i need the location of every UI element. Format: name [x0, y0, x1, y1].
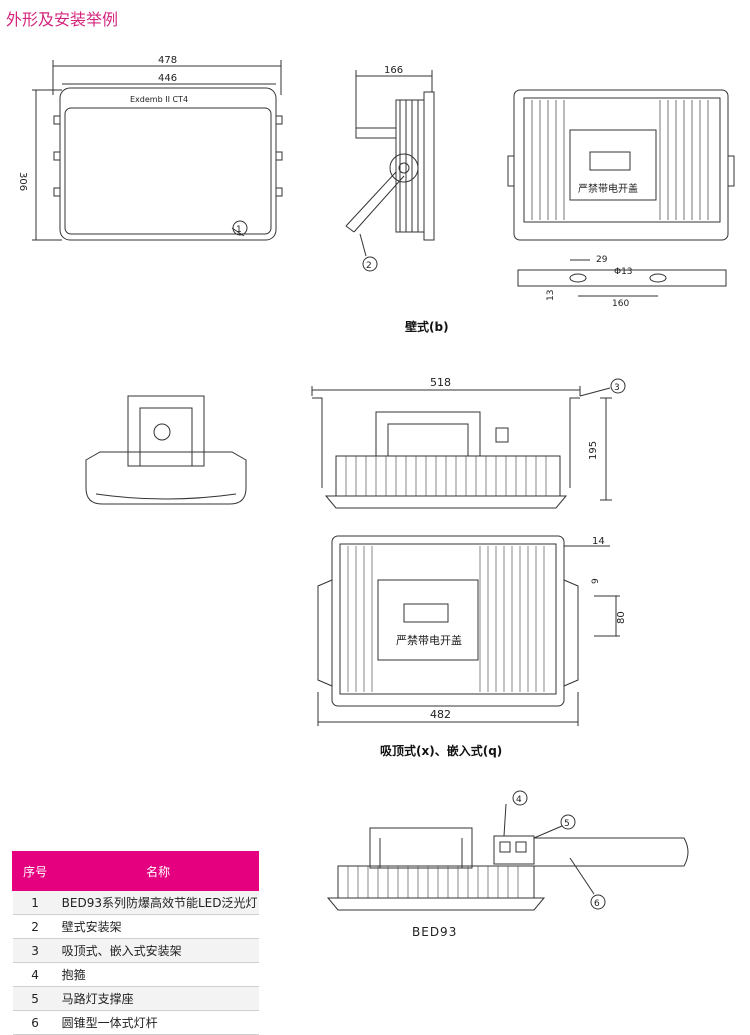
callout-2: 2: [366, 261, 372, 271]
ceiling-back-view: 严禁带电开盖 14 9 80 482: [317, 535, 627, 726]
row-no: 3: [12, 938, 58, 963]
row-no: 1: [12, 890, 58, 915]
dim-518: 518: [430, 376, 451, 389]
dim-14: 14: [592, 536, 605, 547]
dim-9: 9: [591, 578, 601, 584]
callout-1: 1: [236, 225, 242, 235]
header-name: 名称: [57, 851, 259, 891]
callout-3: 3: [614, 383, 620, 393]
dim-160: 160: [612, 299, 629, 309]
table-row: 2 壁式安装架: [12, 914, 259, 939]
caption-ceiling: 吸顶式(x)、嵌入式(q): [380, 744, 503, 758]
dim-306: 306: [17, 172, 28, 191]
warning-plate-2: 严禁带电开盖: [396, 633, 462, 647]
row-name: 吸顶式、嵌入式安装架: [57, 938, 259, 963]
dim-482: 482: [430, 708, 451, 721]
dim-446: 446: [158, 73, 177, 84]
dim-166: 166: [384, 65, 403, 76]
caption-bed93: BED93: [412, 925, 458, 939]
row-name: BED93系列防爆高效节能LED泛光灯: [57, 890, 259, 915]
dim-29: 29: [596, 255, 608, 265]
dim-80: 80: [616, 611, 627, 624]
model-marking: Exdemb II CT4: [130, 95, 188, 104]
row-name: 壁式安装架: [57, 914, 259, 939]
callout-4: 4: [516, 795, 522, 805]
back-view-wall: 严禁带电开盖 29 Φ13 160 13: [507, 89, 735, 309]
caption-wall: 壁式(b): [405, 320, 449, 334]
table-row: 3 吸顶式、嵌入式安装架: [12, 938, 259, 963]
warning-plate-1: 严禁带电开盖: [578, 182, 638, 195]
row-no: 5: [12, 986, 58, 1011]
callout-6: 6: [594, 899, 600, 909]
front-view: 478 446 306 Exdemb II CT4 1: [17, 55, 283, 241]
parts-table: 序号 名称 1 BED93系列防爆高效节能LED泛光灯 2 壁式安装架 3 吸顶…: [11, 851, 259, 1035]
ceiling-side-view: 518 3 195: [311, 376, 626, 509]
street-mount-view: 4 5 6: [326, 790, 689, 911]
parts-table-header: 序号 名称: [11, 851, 259, 891]
page-title: 外形及安装举例: [6, 10, 119, 29]
row-no: 4: [12, 962, 58, 987]
dim-phi13: Φ13: [614, 267, 633, 277]
side-view: 166 2: [345, 65, 435, 272]
row-no: 2: [12, 914, 58, 939]
table-row: 1 BED93系列防爆高效节能LED泛光灯: [12, 890, 259, 915]
row-name: 马路灯支撑座: [57, 986, 259, 1011]
callout-5: 5: [564, 819, 570, 829]
table-row: 4 抱箍: [12, 962, 259, 987]
dim-195: 195: [588, 441, 599, 460]
dim-478: 478: [158, 55, 177, 66]
ceiling-front-view: [85, 395, 247, 505]
header-no: 序号: [11, 851, 59, 891]
row-name: 抱箍: [57, 962, 259, 987]
table-row: 5 马路灯支撑座: [12, 986, 259, 1011]
dim-13: 13: [546, 290, 556, 301]
